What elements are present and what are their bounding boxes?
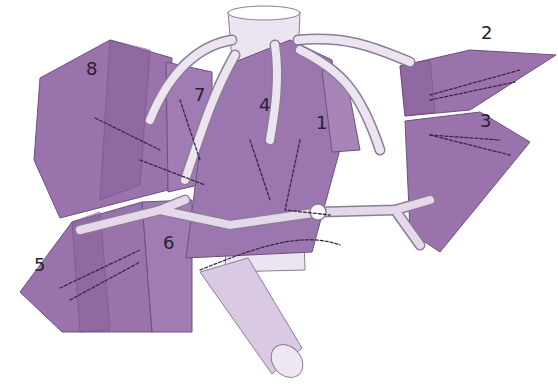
segment-number: 5 [34,256,45,274]
segment-number: 7 [194,86,205,104]
segment-number: 4 [259,96,270,114]
segment-number: 2 [481,24,492,42]
segment-number: 1 [316,114,327,132]
segment-number: 8 [86,60,97,78]
segment-number: 6 [163,234,174,252]
segment-number: 3 [480,112,491,130]
